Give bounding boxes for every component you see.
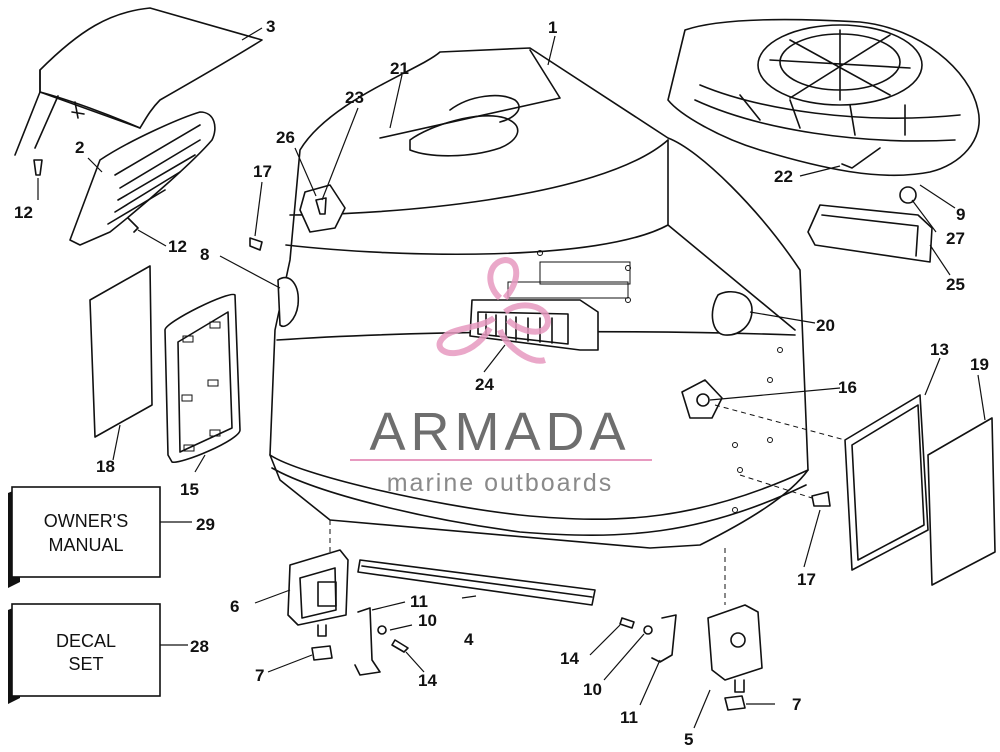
watermark-rule: [350, 459, 652, 461]
washer-part-10b: [643, 625, 653, 635]
seal-part-4: [357, 559, 596, 606]
nut-part-27: [899, 186, 917, 204]
plate-part-15: [164, 293, 241, 463]
callout-16: 16: [838, 378, 857, 397]
armada-watermark: ARMADA marine outboards: [350, 256, 652, 497]
bracket-part-11b: [651, 614, 677, 663]
decal-set-line1: DECAL: [56, 631, 116, 651]
callout-3: 3: [266, 17, 275, 36]
watermark-propeller-logo: [436, 256, 552, 364]
callout-21: 21: [390, 59, 409, 78]
pad-part-20: [711, 291, 753, 336]
callout-17a: 17: [253, 162, 272, 181]
plate-part-25: [807, 204, 933, 263]
callout-1: 1: [548, 18, 557, 37]
callout-15: 15: [180, 480, 199, 499]
bumper-part-7a: [311, 645, 333, 661]
callout-10a: 10: [418, 611, 437, 630]
pad-part-19: [927, 417, 996, 586]
washer-part-10a: [377, 625, 387, 635]
screw-part-12a: [33, 159, 43, 176]
plate-part-26: [299, 184, 346, 233]
callout-14b: 14: [560, 649, 579, 668]
grille-part-2: [69, 111, 216, 246]
screw-part-14a: [391, 639, 409, 653]
callout-7a: 7: [255, 666, 264, 685]
callout-24: 24: [475, 375, 494, 394]
watermark-brand: ARMADA: [369, 402, 630, 462]
callout-27: 27: [946, 229, 965, 248]
screw-part-12b: [127, 217, 139, 233]
screw-part-17b: [811, 491, 831, 507]
callout-10b: 10: [583, 680, 602, 699]
owners-manual-line2: MANUAL: [48, 535, 123, 555]
callout-29: 29: [196, 515, 215, 534]
pad-part-8: [277, 276, 300, 327]
callout-12b: 12: [168, 237, 187, 256]
owners-manual-line1: OWNER'S: [44, 511, 128, 531]
callout-26: 26: [276, 128, 295, 147]
callout-numbers: 1 2 3 4 5 6 7 7 8 9 10 10 11 11 12 12 13…: [14, 17, 989, 749]
callout-2: 2: [75, 138, 84, 157]
callout-12a: 12: [14, 203, 33, 222]
decal-set-line2: SET: [68, 654, 103, 674]
pad-part-18: [89, 265, 153, 438]
callout-18: 18: [96, 457, 115, 476]
screw-part-17a: [249, 237, 263, 251]
callout-4: 4: [464, 630, 474, 649]
callout-5: 5: [684, 730, 693, 749]
decal-set-box-part-28: DECAL SET: [8, 603, 161, 704]
callout-23: 23: [345, 88, 364, 107]
callout-20: 20: [816, 316, 835, 335]
owners-manual-box-part-29: OWNER'S MANUAL: [8, 486, 161, 588]
hood-top-part-3: [14, 7, 263, 156]
bracket-part-11a: [354, 607, 381, 676]
callout-17b: 17: [797, 570, 816, 589]
engine-cover-part-1: [269, 47, 809, 549]
callout-22: 22: [774, 167, 793, 186]
callout-11a: 11: [410, 592, 428, 611]
callout-14a: 14: [418, 671, 437, 690]
callout-9: 9: [956, 205, 965, 224]
plate-part-16: [681, 379, 723, 419]
callout-8: 8: [200, 245, 209, 264]
callout-7b: 7: [792, 695, 801, 714]
leader-lines: [37, 27, 986, 729]
flywheel-cover-part-9: [667, 18, 980, 177]
assembly-centerlines: [329, 404, 846, 605]
bumper-part-7b: [724, 695, 746, 711]
callout-25: 25: [946, 275, 965, 294]
watermark-tagline: marine outboards: [387, 469, 614, 497]
callout-28: 28: [190, 637, 209, 656]
callout-6: 6: [230, 597, 239, 616]
latch-part-5: [707, 604, 763, 693]
callout-19: 19: [970, 355, 989, 374]
callout-13: 13: [930, 340, 949, 359]
latch-part-6: [287, 549, 349, 637]
callout-11b: 11: [620, 708, 638, 727]
gasket-part-13: [844, 394, 929, 571]
screw-part-14b: [619, 617, 635, 629]
screw-part-22: [841, 147, 881, 169]
